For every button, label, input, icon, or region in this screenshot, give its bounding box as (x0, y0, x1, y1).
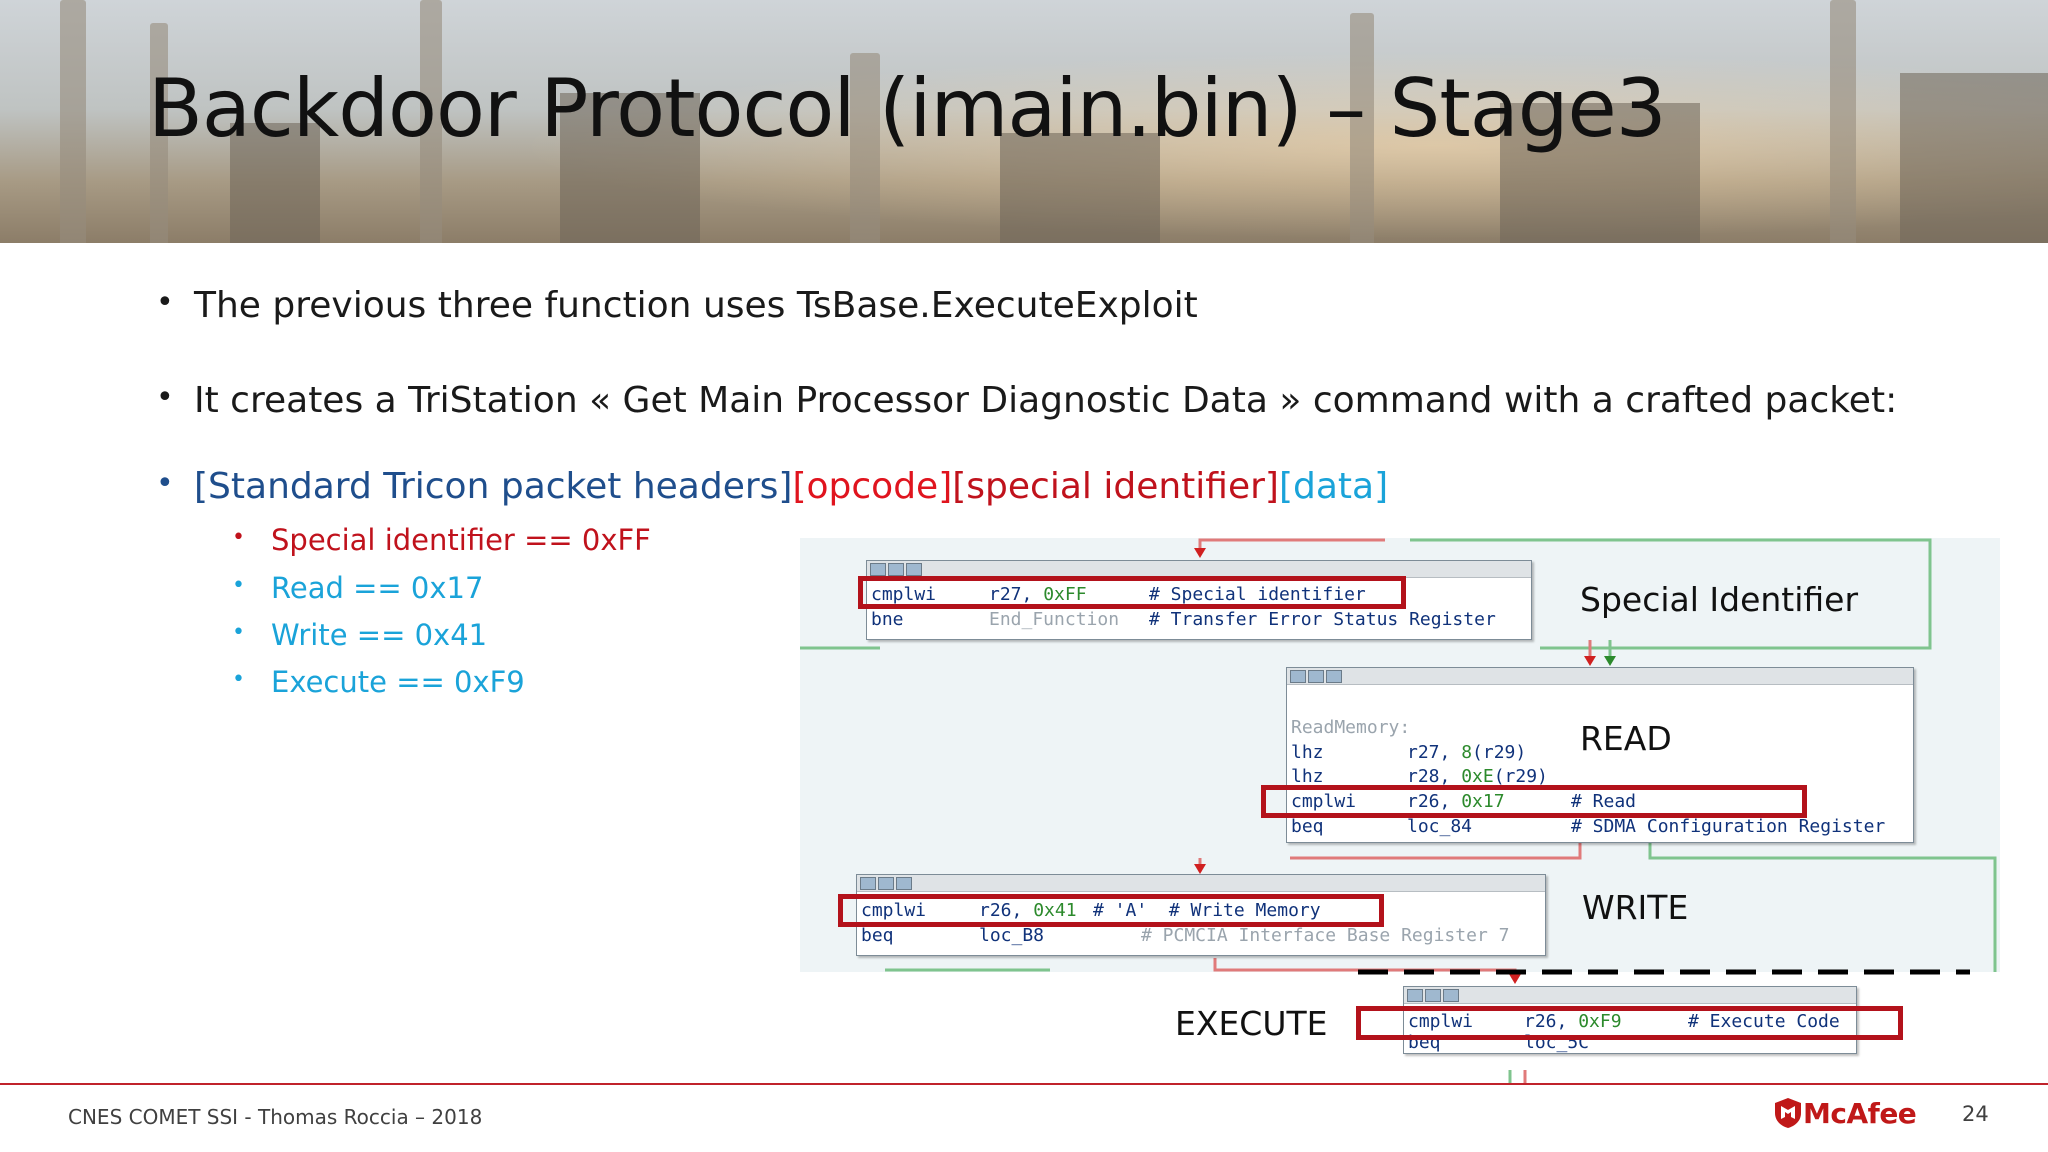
bullet-dot: • (156, 380, 174, 415)
asm-line: cmplwi (1408, 1011, 1474, 1032)
asm-line: r27, 0xFF (989, 584, 1087, 605)
asm-line: loc_B8 (979, 925, 1045, 946)
banner-structure (1000, 133, 1160, 243)
highlight-write (838, 894, 1384, 927)
asm-comment: # Execute Code (1688, 1011, 1840, 1032)
asm-line: cmplwi (861, 900, 927, 921)
asm-line: lhz (1291, 766, 1324, 787)
mcafee-shield-icon (1775, 1098, 1801, 1128)
header-banner-image (0, 0, 2048, 243)
code-block-execute: cmplwi r26, 0xF9 # Execute Code beq loc_… (1403, 986, 1857, 1054)
block-header (1287, 668, 1913, 685)
highlight-read (1261, 785, 1807, 818)
block-header (1404, 987, 1856, 1004)
sub-bullet-dot: • (232, 620, 245, 645)
sub-bullet-execute: Execute == 0xF9 (271, 665, 525, 699)
banner-tower (420, 0, 442, 243)
block-header (857, 875, 1545, 892)
mcafee-logo: McAfee (1773, 1095, 1917, 1131)
label-read: READ (1580, 719, 1672, 758)
arrowhead (1604, 656, 1616, 666)
data-text: [data] (1278, 466, 1389, 507)
label-special-identifier: Special Identifier (1580, 580, 1859, 619)
edge (1290, 842, 1582, 860)
sub-bullet-dot: • (232, 573, 245, 598)
special-identifier-text: [special identifier] (952, 466, 1279, 507)
asm-line: r28, 0xE(r29) (1407, 766, 1548, 787)
arrowhead (1194, 864, 1206, 874)
bullet-dot: • (156, 466, 174, 501)
asm-comment: # 'A' # Write Memory (1093, 900, 1321, 921)
asm-line: beq (861, 925, 894, 946)
sub-bullet-dot: • (232, 667, 245, 692)
bullet-1: The previous three function uses TsBase.… (194, 285, 1198, 326)
asm-comment: # Special identifier (1149, 584, 1366, 605)
asm-label: ReadMemory: (1291, 717, 1411, 738)
banner-tower (1350, 13, 1374, 243)
banner-structure (1900, 73, 2048, 243)
asm-comment: # Transfer Error Status Register (1149, 609, 1496, 630)
bullet-2: It creates a TriStation « Get Main Proce… (194, 380, 1898, 421)
asm-line: cmplwi (871, 584, 937, 605)
asm-line: cmplwi (1291, 791, 1357, 812)
highlight-special-identifier (858, 576, 1406, 609)
asm-line: lhz (1291, 742, 1324, 763)
edge (1198, 538, 1385, 548)
footer-credit: CNES COMET SSI - Thomas Roccia – 2018 (68, 1105, 483, 1129)
edge (1648, 842, 1997, 972)
code-block-special-identifier: cmplwi r27, 0xFF # Special identifier bn… (866, 560, 1532, 640)
asm-comment: # SDMA Configuration Register (1571, 816, 1886, 837)
sub-bullet-write: Write == 0x41 (271, 618, 488, 652)
slide-title: Backdoor Protocol (imain.bin) – Stage3 (148, 62, 1667, 155)
asm-line: bne (871, 609, 904, 630)
asm-comment: # PCMCIA Interface Base Register 7 (1141, 925, 1510, 946)
arrowhead (1194, 548, 1206, 558)
banner-tower (60, 0, 86, 243)
asm-comment: # Read (1571, 791, 1637, 812)
banner-structure (230, 123, 320, 243)
footer-divider (0, 1083, 2048, 1085)
asm-line: r26, 0x17 (1407, 791, 1505, 812)
bullet-dot: • (156, 285, 174, 320)
label-execute: EXECUTE (1175, 1004, 1328, 1043)
banner-tower (850, 53, 880, 243)
arrowhead (1584, 656, 1596, 666)
asm-line: loc_84 (1407, 816, 1473, 837)
sub-bullet-dot: • (232, 525, 245, 550)
banner-tower (150, 23, 168, 243)
banner-structure (560, 93, 700, 243)
mcafee-wordmark: McAfee (1803, 1096, 1917, 1130)
banner-tower (1830, 0, 1856, 243)
sub-bullet-special: Special identifier == 0xFF (271, 523, 651, 557)
asm-line: End_Function (989, 609, 1120, 630)
asm-line: r26, 0xF9 (1524, 1011, 1622, 1032)
asm-line: r26, 0x41 (979, 900, 1077, 921)
sub-bullet-read: Read == 0x17 (271, 571, 484, 605)
banner-structure (1500, 103, 1700, 243)
highlight-execute (1356, 1006, 1903, 1040)
packet-headers-text: [Standard Tricon packet headers] (194, 466, 793, 507)
page-number: 24 (1962, 1102, 1989, 1126)
label-write: WRITE (1582, 888, 1689, 927)
opcode-text: [opcode] (792, 466, 953, 507)
code-block-write: cmplwi r26, 0x41 # 'A' # Write Memory be… (856, 874, 1546, 956)
asm-line: beq (1291, 816, 1324, 837)
arrowhead (1509, 974, 1521, 984)
asm-line: r27, 8(r29) (1407, 742, 1527, 763)
bullet-3: [Standard Tricon packet headers][opcode]… (194, 466, 1388, 507)
edge (1410, 538, 1932, 650)
